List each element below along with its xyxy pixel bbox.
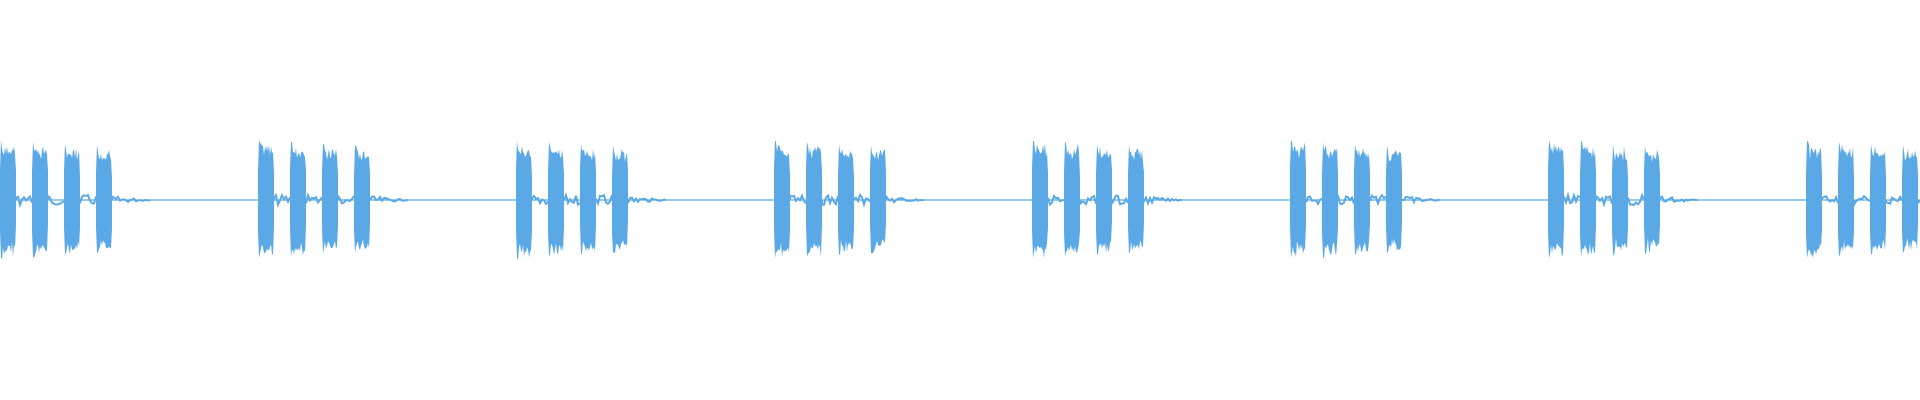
burst-envelope	[1032, 140, 1048, 258]
burst-envelope	[580, 144, 596, 255]
burst-envelope	[1064, 141, 1080, 257]
burst-envelope	[290, 141, 306, 257]
inter-burst-signal	[1821, 194, 1839, 204]
burst-envelope	[1806, 140, 1822, 258]
waveform-burst	[774, 140, 807, 258]
waveform-burst	[1354, 144, 1387, 255]
burst-envelope	[1838, 141, 1854, 257]
waveform-burst	[1096, 144, 1129, 255]
burst-envelope	[838, 144, 854, 255]
waveform-burst	[290, 141, 323, 257]
burst-envelope	[1902, 145, 1918, 253]
inter-burst-signal	[1369, 193, 1387, 207]
waveform-burst	[322, 144, 355, 255]
waveform-burst	[1612, 144, 1645, 257]
burst-envelope	[1128, 145, 1144, 253]
burst-envelope	[1354, 144, 1370, 255]
waveform-burst	[1064, 141, 1097, 257]
burst-envelope	[1644, 145, 1660, 255]
waveform-burst	[1128, 145, 1183, 253]
waveform-burst	[1902, 145, 1920, 253]
inter-burst-signal	[337, 193, 355, 205]
burst-envelope	[516, 140, 532, 260]
burst-envelope	[32, 141, 48, 259]
burst-envelope	[1096, 144, 1112, 255]
inter-burst-signal	[1047, 194, 1065, 207]
waveform-burst	[580, 144, 613, 255]
burst-envelope	[612, 145, 628, 254]
waveform-burst	[1032, 140, 1065, 258]
inter-burst-signal	[789, 193, 807, 205]
burst-envelope	[1322, 141, 1338, 259]
waveform-burst	[516, 140, 549, 260]
inter-burst-signal	[563, 191, 581, 207]
burst-envelope	[0, 140, 16, 259]
inter-burst-signal	[1627, 192, 1645, 206]
inter-burst-signal	[1853, 194, 1871, 209]
inter-burst-signal	[821, 193, 839, 207]
burst-decay-tail	[111, 194, 151, 204]
inter-burst-signal	[1595, 194, 1613, 208]
inter-burst-signal	[595, 193, 613, 207]
burst-decay-tail	[1401, 195, 1441, 205]
burst-envelope	[1548, 140, 1564, 258]
inter-burst-signal	[531, 194, 549, 206]
inter-burst-signal	[1079, 194, 1097, 207]
waveform-burst	[64, 144, 97, 255]
inter-burst-signal	[47, 194, 65, 206]
burst-envelope	[258, 140, 274, 258]
waveform-burst	[612, 145, 667, 254]
waveform-burst	[1290, 140, 1323, 258]
burst-envelope	[1612, 144, 1628, 257]
burst-envelope	[1290, 140, 1306, 258]
waveform-burst	[806, 141, 839, 257]
burst-decay-tail	[1659, 195, 1699, 203]
waveform-burst	[354, 145, 409, 253]
burst-envelope	[1386, 145, 1402, 253]
waveform-burst	[1838, 141, 1871, 257]
burst-decay-tail	[627, 196, 667, 204]
inter-burst-signal	[853, 193, 871, 208]
burst-decay-tail	[1143, 195, 1183, 207]
inter-burst-signal	[1111, 194, 1129, 206]
inter-burst-signal	[305, 191, 323, 205]
burst-envelope	[1580, 141, 1596, 257]
burst-envelope	[548, 141, 564, 257]
burst-envelope	[96, 145, 112, 253]
burst-envelope	[354, 145, 370, 253]
waveform-burst	[1548, 140, 1581, 258]
waveform-burst	[1580, 141, 1613, 257]
waveform-burst	[838, 144, 871, 255]
burst-envelope	[774, 140, 790, 258]
waveform-burst	[258, 140, 291, 258]
waveform-burst	[1644, 145, 1699, 255]
waveform-burst	[1870, 144, 1903, 255]
burst-decay-tail	[369, 195, 409, 203]
waveform-burst	[1386, 145, 1441, 253]
burst-envelope	[1870, 144, 1886, 255]
burst-envelope	[64, 144, 80, 255]
burst-envelope	[806, 141, 822, 257]
inter-burst-signal	[1305, 195, 1323, 207]
waveform-burst	[870, 145, 925, 254]
burst-envelope	[870, 145, 886, 254]
waveform-burst	[32, 141, 65, 259]
inter-burst-signal	[1885, 194, 1903, 206]
waveform-bursts	[0, 140, 1920, 260]
burst-decay-tail	[885, 193, 925, 204]
inter-burst-signal	[273, 192, 291, 208]
inter-burst-signal	[79, 193, 97, 205]
burst-envelope	[322, 144, 338, 255]
inter-burst-signal	[1337, 194, 1355, 206]
waveform-burst	[548, 141, 581, 257]
inter-burst-signal	[1563, 191, 1581, 206]
inter-burst-signal	[15, 194, 33, 209]
waveform-burst	[0, 140, 33, 259]
waveform-burst	[1806, 140, 1839, 258]
waveform-burst	[1322, 141, 1355, 259]
waveform-burst	[96, 145, 151, 253]
